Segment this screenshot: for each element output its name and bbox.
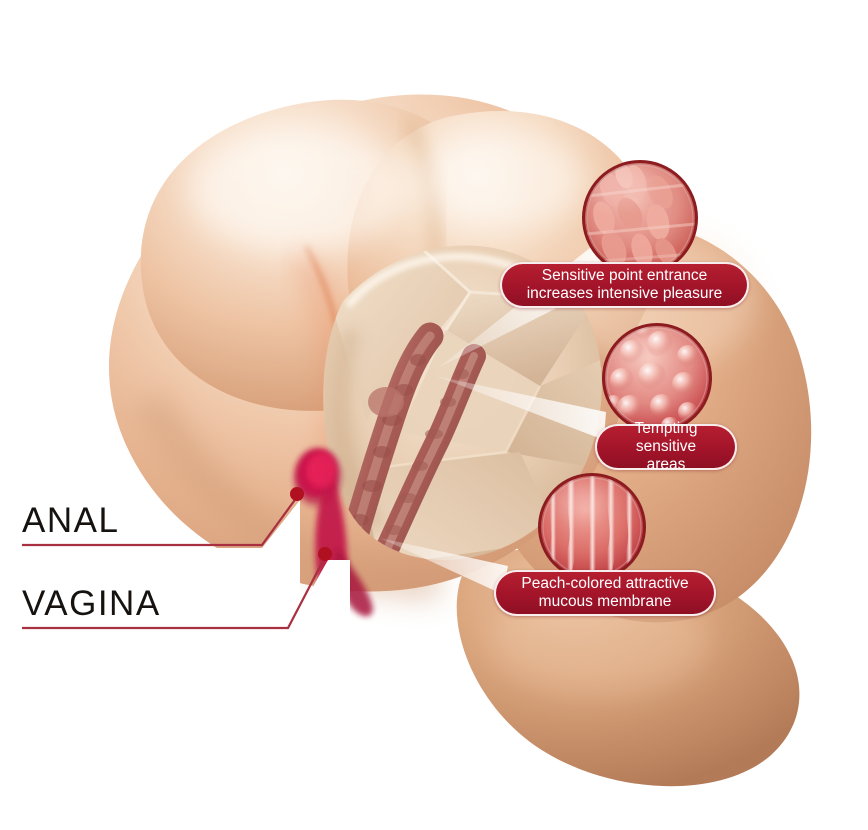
texture-circle-2 xyxy=(602,323,712,433)
callout-line-2: increases intensive pleasure xyxy=(526,285,723,302)
callout-line-1: Peach-colored attractive xyxy=(521,574,689,592)
leader-lines xyxy=(22,496,326,630)
leader-dot-vagina xyxy=(318,547,332,561)
label-anal: ANAL xyxy=(22,501,120,540)
cut-facet-upper-right xyxy=(446,292,596,386)
cut-facet-top xyxy=(330,245,470,420)
ray-to-callout-3 xyxy=(380,538,508,594)
internal-canal-left xyxy=(338,322,444,560)
leader-dot-anal xyxy=(290,487,304,501)
highlight-left-lobe xyxy=(190,128,410,252)
leader-cutouts xyxy=(0,500,350,830)
callout-line-1: Sensitive point entrance xyxy=(541,266,708,284)
callout-badge-tempting-sensitive-areas[interactable]: Tempting sensitive areas xyxy=(595,420,737,473)
ray-to-callout-2 xyxy=(436,376,606,440)
label-vagina: VAGINA xyxy=(22,584,161,623)
callout-badge-peach-colored-mucous-membrane[interactable]: Peach-colored attractive mucous membrane xyxy=(494,570,716,616)
leader-anal xyxy=(22,496,298,547)
highlight-right-lobe xyxy=(414,132,586,228)
callout-line-1: Tempting xyxy=(634,419,698,437)
texture-circle-1 xyxy=(582,160,698,276)
callout-line-2: sensitive areas xyxy=(635,437,697,474)
leader-vagina xyxy=(22,556,326,630)
callout-line-2: mucous membrane xyxy=(538,593,672,610)
callout-badge-sensitive-point-entrance[interactable]: Sensitive point entrance increases inten… xyxy=(500,262,749,308)
